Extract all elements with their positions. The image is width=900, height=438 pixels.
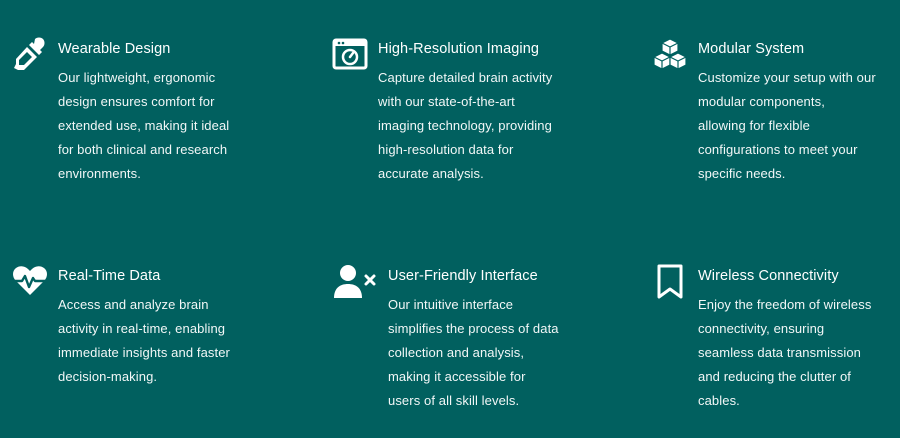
feature-title: High-Resolution Imaging	[378, 41, 540, 57]
description-line: with our state-of-the-art	[378, 94, 515, 109]
description-line: immediate insights and faster	[58, 345, 230, 360]
description-line: Customize your setup with our	[698, 70, 876, 85]
feature-description: Access and analyze brain activity in rea…	[58, 293, 230, 389]
description-line: imaging technology, providing	[378, 118, 552, 133]
eyedropper-icon	[12, 37, 48, 73]
feature-description: Our lightweight, ergonomic design ensure…	[58, 66, 229, 186]
description-line: specific needs.	[698, 166, 786, 181]
feature-user-friendly-interface: User-Friendly Interface Our intuitive in…	[332, 264, 559, 413]
description-line: environments.	[58, 166, 141, 181]
feature-title: Wearable Design	[58, 41, 171, 57]
bookmark-icon	[652, 264, 688, 300]
description-line: seamless data transmission	[698, 345, 861, 360]
description-line: modular components,	[698, 94, 825, 109]
description-line: for both clinical and research	[58, 142, 228, 157]
feature-title: Modular System	[698, 41, 805, 57]
feature-title: Wireless Connectivity	[698, 268, 839, 284]
description-line: collection and analysis,	[388, 345, 525, 360]
description-line: and reducing the clutter of	[698, 369, 852, 384]
feature-modular-system: Modular System Customize your setup with…	[652, 37, 876, 186]
description-line: Our lightweight, ergonomic	[58, 70, 216, 85]
heart-pulse-icon	[12, 264, 48, 300]
description-line: simplifies the process of data	[388, 321, 559, 336]
feature-real-time-data: Real-Time Data Access and analyze brain …	[12, 264, 230, 389]
feature-title: User-Friendly Interface	[388, 268, 538, 284]
description-line: making it accessible for	[388, 369, 526, 384]
description-line: Our intuitive interface	[388, 297, 514, 312]
description-line: users of all skill levels.	[388, 393, 520, 408]
user-xmark-icon	[332, 264, 378, 300]
feature-title: Real-Time Data	[58, 268, 161, 284]
feature-description: Capture detailed brain activity with our…	[378, 66, 552, 186]
description-line: allowing for flexible	[698, 118, 810, 133]
feature-description: Customize your setup with our modular co…	[698, 66, 876, 186]
feature-wireless-connectivity: Wireless Connectivity Enjoy the freedom …	[652, 264, 871, 413]
description-line: activity in real-time, enabling	[58, 321, 226, 336]
description-line: Access and analyze brain	[58, 297, 209, 312]
description-line: cables.	[698, 393, 740, 408]
description-line: connectivity, ensuring	[698, 321, 825, 336]
description-line: Enjoy the freedom of wireless	[698, 297, 872, 312]
cubes-icon	[652, 37, 688, 73]
description-line: design ensures comfort for	[58, 94, 215, 109]
description-line: configurations to meet your	[698, 142, 858, 157]
description-line: extended use, making it ideal	[58, 118, 230, 133]
feature-high-resolution-imaging: High-Resolution Imaging Capture detailed…	[332, 37, 552, 186]
feature-description: Enjoy the freedom of wireless connectivi…	[698, 293, 871, 413]
description-line: decision-making.	[58, 369, 158, 384]
description-line: high-resolution data for	[378, 142, 514, 157]
feature-description: Our intuitive interface simplifies the p…	[388, 293, 559, 413]
feature-wearable-design: Wearable Design Our lightweight, ergonom…	[12, 37, 229, 186]
description-line: Capture detailed brain activity	[378, 70, 553, 85]
description-line: accurate analysis.	[378, 166, 484, 181]
camera-image-icon	[332, 37, 368, 73]
